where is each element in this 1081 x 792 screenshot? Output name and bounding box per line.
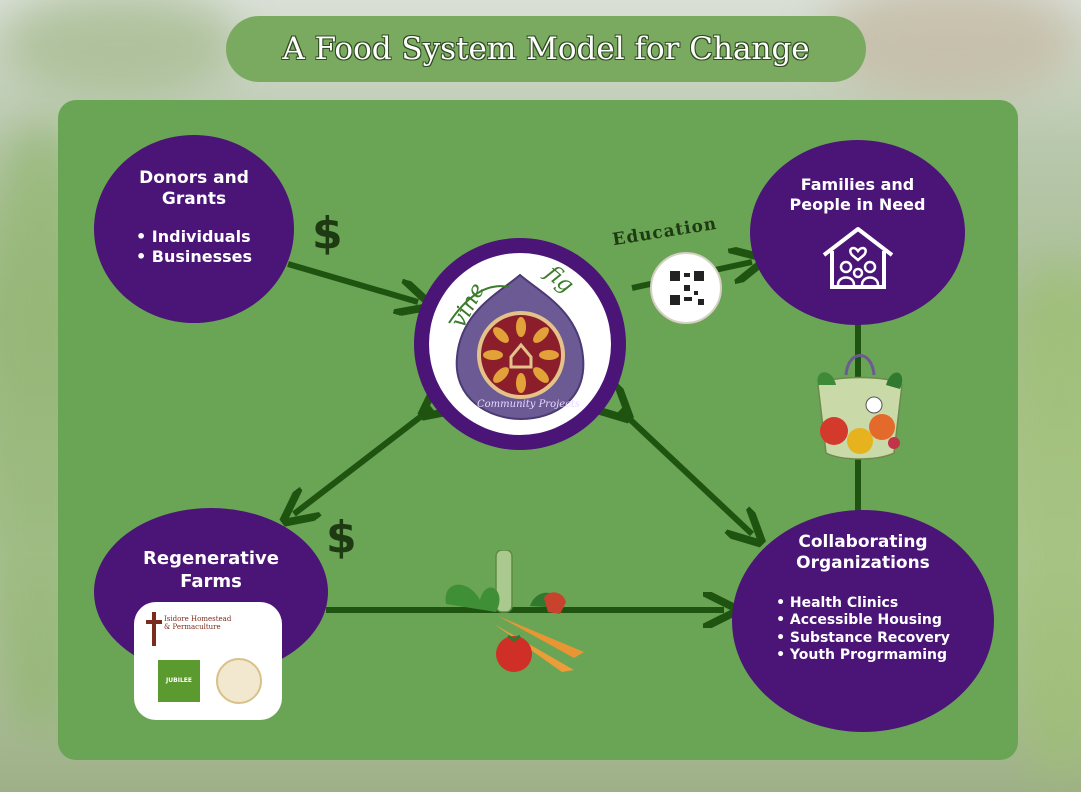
donor-list: Individuals Businesses (136, 227, 252, 267)
node-collaborating-organizations: Collaborating Organizations Health Clini… (732, 510, 994, 732)
arrow-donors-to-center (287, 261, 418, 302)
node-donors-grants: Donors and Grants Individuals Businesses (94, 135, 294, 323)
background-foliage (0, 0, 240, 100)
qr-code-badge (650, 252, 722, 324)
logo-subtitle: Community Projects (477, 399, 580, 410)
list-item: Individuals (136, 227, 252, 247)
list-item: Accessible Housing (776, 612, 950, 630)
node-heading: Collaborating Organizations (796, 532, 930, 574)
arrow-center-collab (620, 410, 752, 534)
title-banner: A Food System Model for Change (226, 16, 866, 82)
cross-icon (146, 612, 162, 646)
node-families: Families and People in Need (750, 140, 965, 325)
node-heading: Families and People in Need (789, 175, 926, 214)
fig-icon (448, 273, 585, 421)
partner-logos-card: Isidore Homestead& Permaculture JUBILEE (134, 602, 282, 720)
list-item: Substance Recovery (776, 630, 950, 648)
list-item: Health Clinics (776, 595, 950, 613)
page-title: A Food System Model for Change (282, 31, 810, 67)
vegetables-icon (445, 550, 584, 672)
money-symbol-donors: $ (312, 208, 343, 259)
family-home-icon (822, 227, 893, 289)
arrow-center-regen (294, 408, 432, 514)
organization-list: Health Clinics Accessible Housing Substa… (776, 595, 950, 665)
list-item: Businesses (136, 247, 252, 267)
vegetable-bag-icon (817, 354, 903, 460)
jubilee-farm-logo: JUBILEE (158, 660, 200, 702)
round-farm-logo (216, 658, 262, 704)
qr-code-icon (670, 271, 704, 305)
money-symbol-farms: $ (326, 512, 357, 563)
node-heading: Donors and Grants (139, 168, 249, 210)
node-heading: Regenerative Farms (143, 548, 279, 592)
isidore-homestead-logo: Isidore Homestead& Permaculture (164, 615, 232, 631)
list-item: Youth Progrmaming (776, 647, 950, 665)
vine-fig-logo: vine fig Community Projects (429, 253, 611, 435)
